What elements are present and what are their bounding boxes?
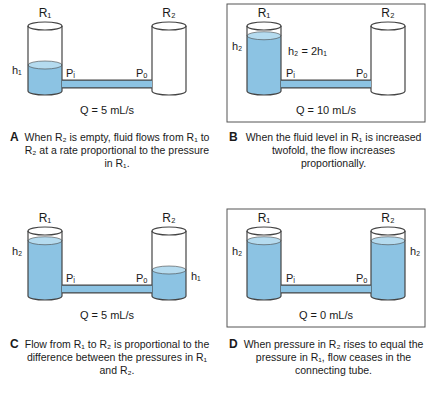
annotation-label: h₂ [232, 245, 242, 258]
annotation-label: h₁ [12, 64, 22, 77]
connecting-tube [62, 84, 152, 85]
reservoir-cylinder [28, 227, 62, 300]
annotation-label: h₂ [232, 40, 242, 53]
annotation-label: Pₒ [136, 272, 148, 285]
reservoir: R₁ [28, 227, 62, 300]
reservoir-label: R₁ [39, 6, 52, 20]
reservoir-label: R₂ [162, 211, 175, 225]
reservoir-cylinder [152, 227, 186, 300]
reservoir: R₂ [152, 227, 186, 300]
annotation-label: Pᵢ [286, 67, 295, 80]
connecting-tube [62, 289, 152, 290]
panel-letter: A [10, 131, 19, 144]
annotation-label: Q = 0 mL/s [299, 309, 353, 322]
reservoir-cylinder [247, 22, 281, 95]
reservoir-cylinder [371, 22, 405, 95]
panel-frame [227, 209, 425, 327]
annotation-label: Q = 10 mL/s [296, 104, 356, 117]
annotation-label: h₂ [410, 245, 420, 258]
annotation-label: h₂ [12, 245, 22, 258]
panel-frame [227, 4, 425, 122]
annotation-label: Q = 5 mL/s [80, 309, 134, 322]
annotation-label: Pᵢ [66, 67, 75, 80]
panel-caption: When pressure in R₂ rises to equal the p… [241, 338, 426, 377]
reservoir-label: R₂ [381, 211, 394, 225]
annotation-label: h₁ [191, 270, 201, 283]
reservoir: R₂ [371, 227, 405, 300]
reservoir: R₂ [371, 22, 405, 95]
annotation-label: Pᵢ [286, 272, 295, 285]
annotation-label: h₂ = 2h₁ [288, 45, 327, 58]
panel-caption: When the fluid level in R₁ is increased … [241, 131, 426, 170]
annotation-label: Pₒ [356, 67, 368, 80]
annotation-label: Q = 5 mL/s [80, 104, 134, 117]
panel-letter: B [229, 131, 238, 144]
reservoir-label: R₂ [381, 6, 394, 20]
reservoir-label: R₂ [162, 6, 175, 20]
connecting-tube [281, 289, 371, 290]
panel-caption: When R₂ is empty, fluid flows from R₁ to… [22, 131, 212, 170]
reservoir-cylinder [247, 227, 281, 300]
reservoir-label: R₁ [39, 211, 52, 225]
reservoir-label: R₁ [258, 6, 271, 20]
reservoir-cylinder [152, 22, 186, 95]
reservoir: R₁ [247, 22, 281, 95]
reservoir: R₁ [247, 227, 281, 300]
annotation-label: Pₒ [136, 67, 148, 80]
annotation-label: Pₒ [356, 272, 368, 285]
annotation-label: Pᵢ [66, 272, 75, 285]
reservoir-cylinder [371, 227, 405, 300]
connecting-tube [281, 84, 371, 85]
panel-letter: C [10, 338, 19, 351]
panel-caption: Flow from R₁ to R₂ is proportional to th… [22, 338, 212, 377]
reservoir-cylinder [28, 22, 62, 95]
reservoir: R₂ [152, 22, 186, 95]
reservoir: R₁ [28, 22, 62, 95]
panel-letter: D [229, 338, 238, 351]
reservoir-label: R₁ [258, 211, 271, 225]
